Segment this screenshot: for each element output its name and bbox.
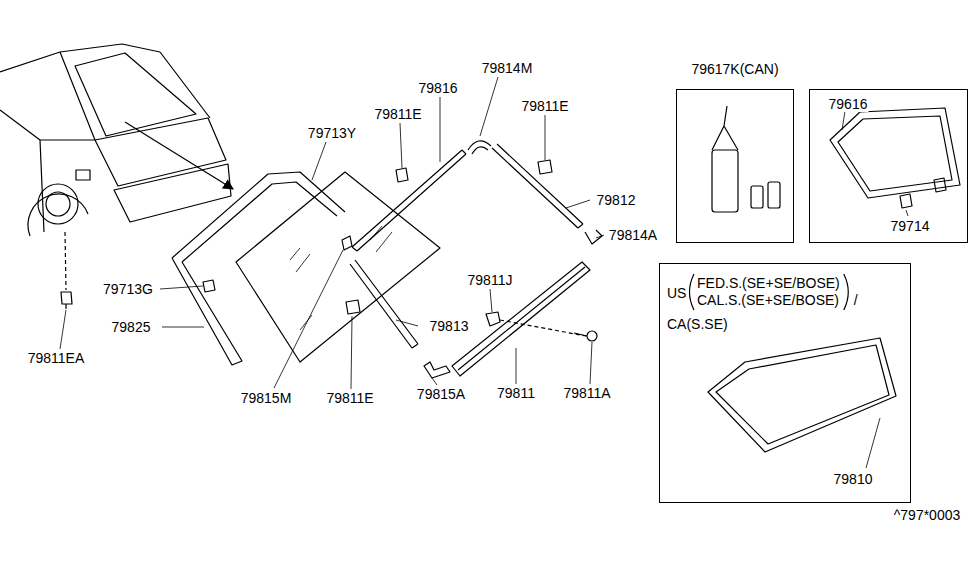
screw-shank: [574, 333, 587, 336]
wheel-arch: [28, 194, 88, 236]
callout-number: 79811: [495, 385, 537, 401]
tube-nozzle: [712, 106, 738, 150]
callout-number: 79811E: [519, 98, 570, 114]
screw-head: [587, 331, 597, 341]
note-text: CA(S.SE): [666, 316, 729, 332]
glass: [236, 172, 440, 362]
note-text: CAL.S.(SE+SE/BOSE): [696, 292, 840, 308]
callout-number: 79811E: [324, 390, 375, 406]
glass-reflection: [290, 226, 392, 330]
callout-number: 79617K(CAN): [690, 61, 779, 77]
clip: [342, 236, 352, 250]
clip: [396, 168, 408, 182]
callout-number: 79714: [890, 218, 931, 234]
callout-number: 79616: [828, 96, 869, 112]
spacer: [900, 178, 946, 208]
corner-piece: [468, 141, 491, 154]
bracket: [844, 274, 849, 310]
primer-bottle: [768, 182, 780, 208]
side-molding: [172, 258, 242, 365]
leader-line: [60, 77, 604, 389]
note-text: /: [853, 292, 859, 308]
wheel: [38, 184, 78, 224]
callout-number: 79814M: [480, 60, 535, 76]
frame-molding: [172, 172, 345, 262]
car-trunk: [95, 118, 226, 186]
callout-number: 79713G: [101, 281, 155, 297]
note-text: FED.S.(SE+SE/BOSE): [696, 275, 841, 291]
car-side: [0, 110, 95, 232]
callout-number: 79713Y: [306, 125, 358, 141]
seal-frame: [830, 108, 960, 198]
wheel-hub: [46, 192, 70, 216]
callout-number: 79811E: [372, 106, 423, 122]
inset-box: US FED.S.(SE+SE/BOSE)CAL.S.(SE+SE/BOSE) / C…: [659, 263, 911, 503]
clip: [61, 292, 72, 309]
sealant-tube: [712, 150, 738, 212]
dashed-leader: [500, 320, 586, 336]
molding: [350, 260, 418, 348]
callout-number: 79811A: [561, 385, 612, 401]
callout-number: 79815A: [415, 386, 467, 402]
location-arrow: [125, 122, 233, 189]
clip: [538, 160, 552, 174]
inset-box: 79617K(CAN): [676, 89, 794, 243]
molding: [492, 144, 583, 228]
callout-number: 79815M: [239, 390, 294, 406]
clip: [346, 300, 360, 314]
car-bumper: [114, 164, 231, 222]
callout-number: 79816: [417, 80, 460, 96]
callout-number: 79814A: [607, 227, 659, 243]
inset-box: 79616 79714: [809, 89, 968, 243]
callout-number: 79811J: [466, 272, 515, 288]
leader-line: [866, 418, 880, 468]
car-lamp: [76, 170, 90, 180]
primer-bottle: [751, 186, 763, 208]
clip: [486, 312, 500, 326]
clip: [203, 280, 215, 292]
callout-number: 79813: [428, 318, 471, 334]
callout-number: 79812: [595, 192, 638, 208]
callout-number: 79825: [110, 319, 153, 335]
molding: [352, 150, 466, 251]
dashed-leader: [65, 232, 66, 290]
callout-number: ^797*0003: [892, 507, 963, 523]
note-text: US: [666, 285, 687, 301]
callout-number: 79811EA: [26, 350, 87, 366]
callout-number: 79810: [833, 471, 874, 487]
lower-molding: [452, 262, 590, 376]
car-roof: [0, 44, 160, 72]
bracket: [690, 274, 695, 310]
windshield-seal: [708, 338, 896, 452]
corner-piece: [424, 362, 450, 378]
leader-line: [842, 111, 908, 216]
car-pillar: [60, 52, 210, 140]
